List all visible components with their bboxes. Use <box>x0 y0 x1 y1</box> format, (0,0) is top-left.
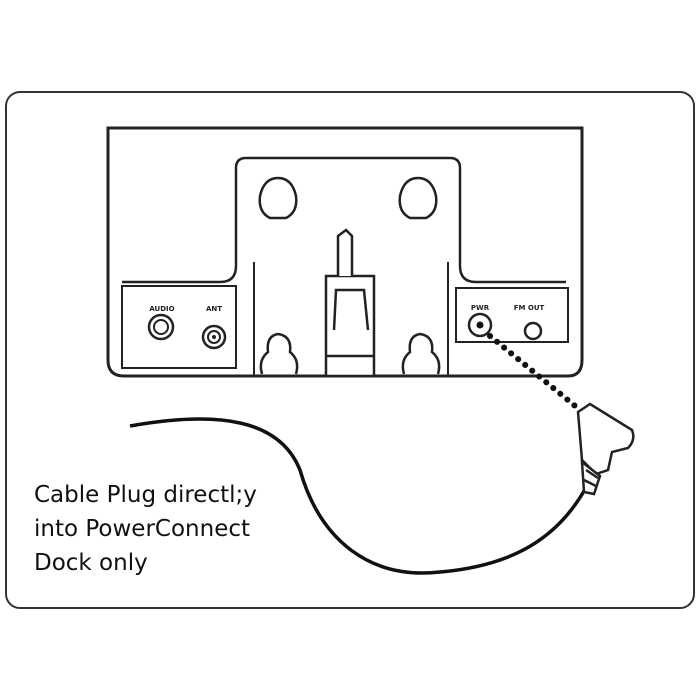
pwr-label: PWR <box>471 304 490 312</box>
connection-guide-dots <box>487 333 583 413</box>
fm-out-jack <box>523 321 543 341</box>
right-angle-plug <box>576 402 635 496</box>
caption-line: Dock only <box>34 550 148 576</box>
caption-line: into PowerConnect <box>34 516 251 542</box>
audio-label: AUDIO <box>149 305 174 313</box>
instruction-caption: Cable Plug directl;y into PowerConnect D… <box>34 478 257 580</box>
fm-out-label: FM OUT <box>514 304 545 312</box>
caption-line: Cable Plug directl;y <box>34 482 257 508</box>
ant-label: ANT <box>206 305 222 313</box>
keyhole-slots <box>258 176 441 375</box>
mounting-plate <box>122 156 566 284</box>
power-cable <box>129 417 592 575</box>
dock-connector <box>324 228 376 378</box>
